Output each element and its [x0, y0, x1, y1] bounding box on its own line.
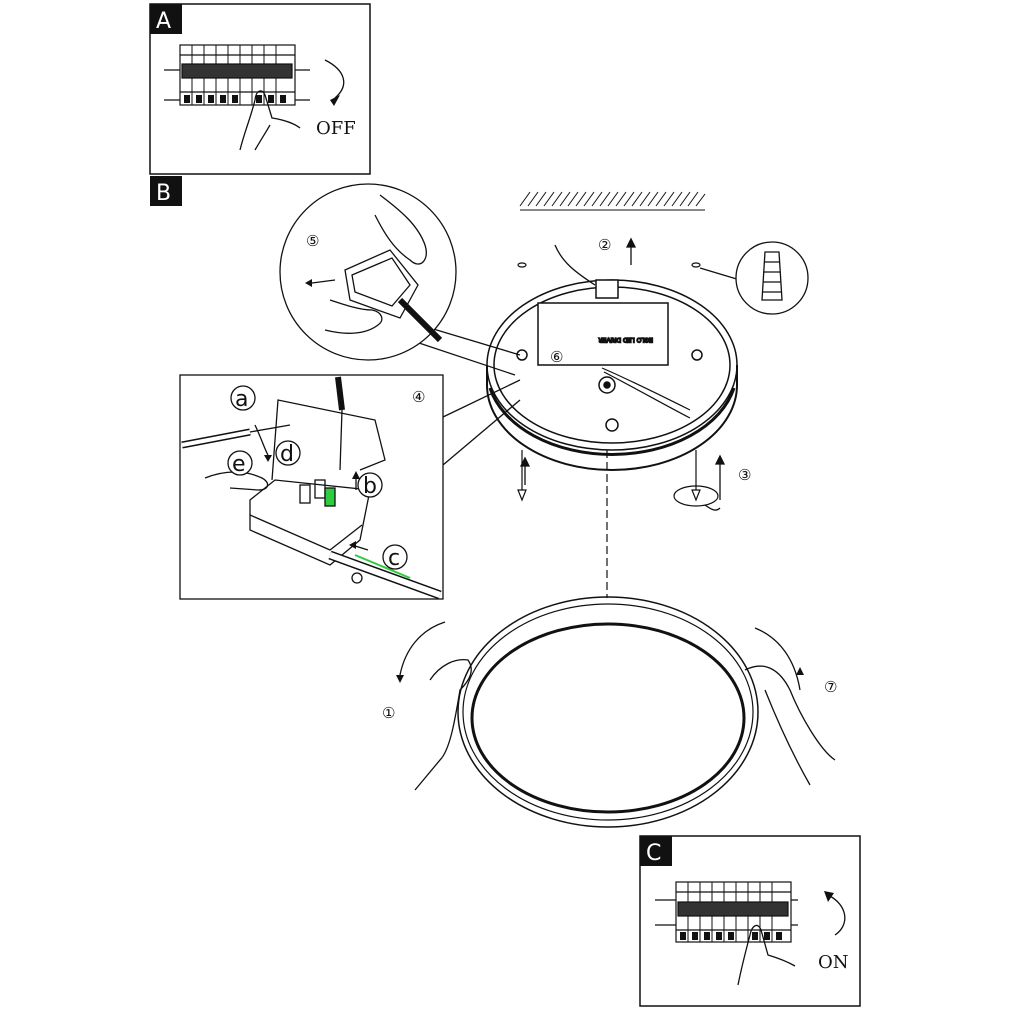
- breaker-panel-icon: [655, 881, 798, 943]
- sub-step-d: d: [280, 442, 294, 467]
- rotate-arrow-icon: [324, 59, 345, 99]
- detail-5-callout: [279, 183, 521, 376]
- step-4-label: ④: [412, 388, 425, 406]
- panel-a-action-label: OFF: [316, 118, 356, 139]
- panel-a-tag: A: [156, 9, 171, 34]
- panel-b: B: [150, 176, 182, 206]
- sub-step-e: e: [232, 452, 246, 477]
- hand-icon: [737, 924, 796, 986]
- sub-step-c: c: [388, 546, 400, 571]
- panel-b-tag: B: [156, 181, 171, 206]
- ceiling-hatch-icon: [519, 191, 706, 211]
- hand-icon: [254, 124, 271, 151]
- step-6-label: ⑥: [550, 348, 563, 366]
- sub-step-a: a: [235, 387, 248, 412]
- step-3-label: ③: [738, 466, 751, 484]
- panel-c-tag: C: [646, 841, 661, 866]
- terminal-block-icon: [249, 399, 442, 600]
- hand-icon: [204, 471, 269, 491]
- screwdriver-icon: [181, 376, 345, 471]
- lamp-shade: [396, 596, 836, 828]
- rotate-arrow-icon: [827, 894, 846, 936]
- hand-icon: [324, 299, 383, 334]
- hand-icon: [374, 194, 427, 265]
- step-5-label: ⑤: [306, 232, 319, 250]
- step-1-label: ①: [382, 704, 395, 722]
- panel-c-action-label: ON: [818, 952, 849, 973]
- panel-c: C ON: [639, 835, 861, 1007]
- sub-step-b: b: [363, 474, 377, 499]
- install-arrows: [519, 237, 726, 511]
- hand-icon: [414, 659, 472, 791]
- detail-4-panel: [179, 374, 521, 600]
- wall-plug-icon: [699, 241, 809, 315]
- step-2-label: ②: [598, 236, 611, 254]
- step-7-label: ⑦: [824, 678, 837, 696]
- panel-a: A OFF: [149, 3, 371, 175]
- hand-icon: [744, 665, 836, 761]
- hand-icon: [239, 90, 301, 151]
- mounting-base: EGLO LED DRIVER: [486, 244, 738, 471]
- terminal-block-icon: [344, 249, 443, 343]
- screw-icon: [517, 262, 719, 507]
- breaker-panel-icon: [164, 44, 310, 106]
- svg-text:EGLO LED DRIVER: EGLO LED DRIVER: [599, 336, 653, 343]
